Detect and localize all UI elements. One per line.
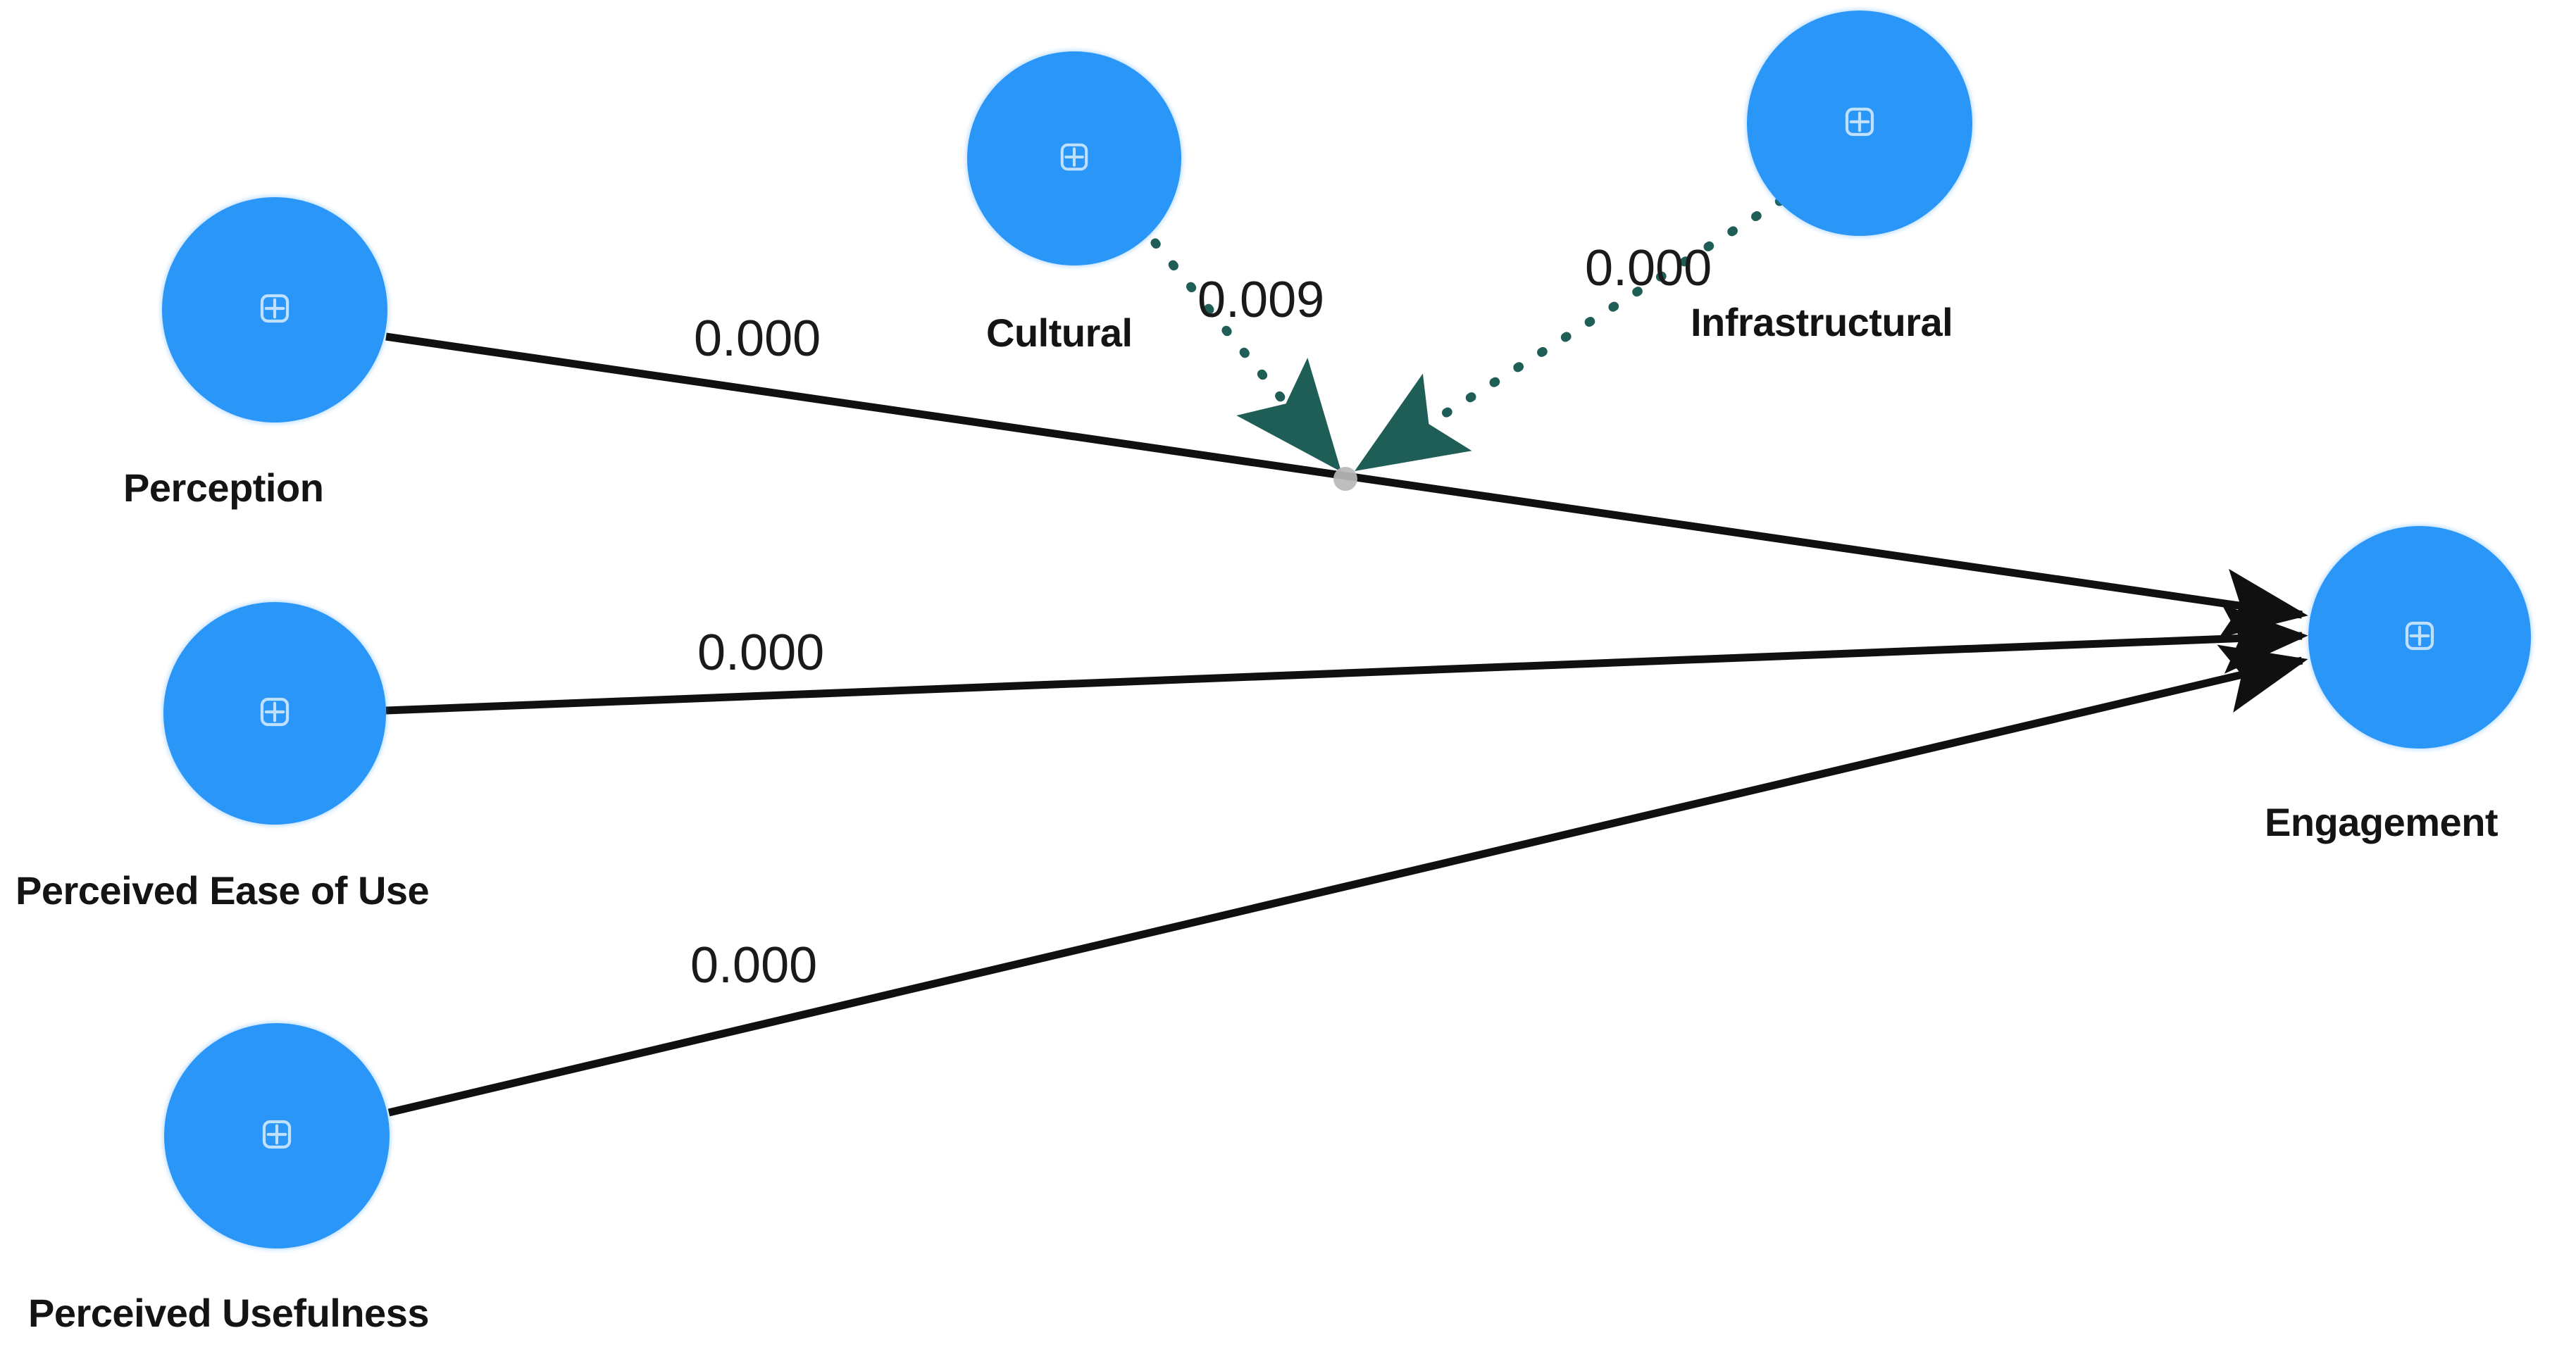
edge-peou-engagement bbox=[385, 603, 2308, 715]
construct-grid-icon bbox=[261, 1118, 293, 1154]
node-perceived-ease-of-use[interactable] bbox=[163, 602, 386, 825]
construct-grid-icon bbox=[1843, 106, 1876, 142]
node-label-perceived-ease-of-use: Perceived Ease of Use bbox=[15, 868, 430, 913]
path-coefficient-cultural-moderation: 0.009 bbox=[1197, 272, 1325, 328]
node-label-cultural: Cultural bbox=[986, 311, 1133, 355]
edge-infrastructural-moderation bbox=[1355, 196, 1786, 471]
node-engagement[interactable] bbox=[2308, 526, 2531, 749]
construct-grid-icon bbox=[2403, 620, 2436, 656]
node-label-perception: Perception bbox=[123, 465, 324, 510]
node-label-infrastructural: Infrastructural bbox=[1691, 300, 1953, 344]
edge-pu-engagement bbox=[387, 644, 2308, 1117]
construct-grid-icon bbox=[1059, 142, 1090, 176]
construct-grid-icon bbox=[259, 292, 291, 328]
path-coefficient-pu-engagement: 0.000 bbox=[690, 937, 818, 994]
path-coefficient-infrastructural-moderation: 0.000 bbox=[1585, 240, 1712, 296]
node-perceived-usefulness[interactable] bbox=[164, 1023, 390, 1248]
node-cultural[interactable] bbox=[967, 51, 1181, 265]
node-perception[interactable] bbox=[162, 197, 387, 422]
node-label-perceived-usefulness: Perceived Usefulness bbox=[28, 1291, 429, 1335]
node-label-engagement: Engagement bbox=[2265, 800, 2499, 844]
edge-cultural-moderation bbox=[1150, 238, 1342, 472]
path-coefficient-peou-engagement: 0.000 bbox=[697, 625, 825, 681]
moderator-interaction-point bbox=[1333, 467, 1357, 491]
path-coefficient-perception-engagement: 0.000 bbox=[694, 311, 821, 367]
node-infrastructural[interactable] bbox=[1747, 11, 1972, 236]
construct-grid-icon bbox=[259, 696, 291, 732]
